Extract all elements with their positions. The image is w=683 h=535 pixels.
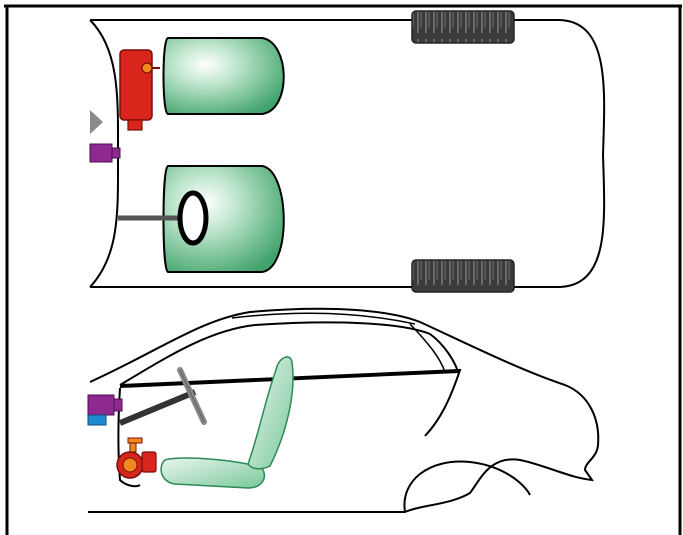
top-purple-actuator-icon (89, 143, 121, 163)
side-gas-regulator-icon (116, 437, 157, 479)
side-purple-actuator-icon (87, 394, 123, 416)
top-gas-cylinder-icon (119, 49, 160, 131)
top-view (89, 10, 606, 293)
side-view-car-body (88, 307, 600, 513)
top-passenger-seat-airbag (162, 37, 285, 115)
side-seat-airbag (160, 457, 266, 489)
side-view (87, 307, 600, 513)
side-seat-back-airbag (247, 356, 294, 470)
top-rear-tire (411, 10, 515, 44)
side-steering-column (118, 389, 197, 426)
top-steering-wheel-airbag (177, 190, 209, 246)
side-view-roof-lines (231, 312, 446, 373)
top-gray-arrow-icon (90, 110, 103, 134)
side-blue-sensor-icon (87, 414, 107, 426)
side-view-wheel-arch (403, 460, 531, 513)
side-steering-wheel (177, 367, 207, 425)
top-front-tire (411, 259, 515, 293)
side-view-windows (117, 321, 462, 488)
